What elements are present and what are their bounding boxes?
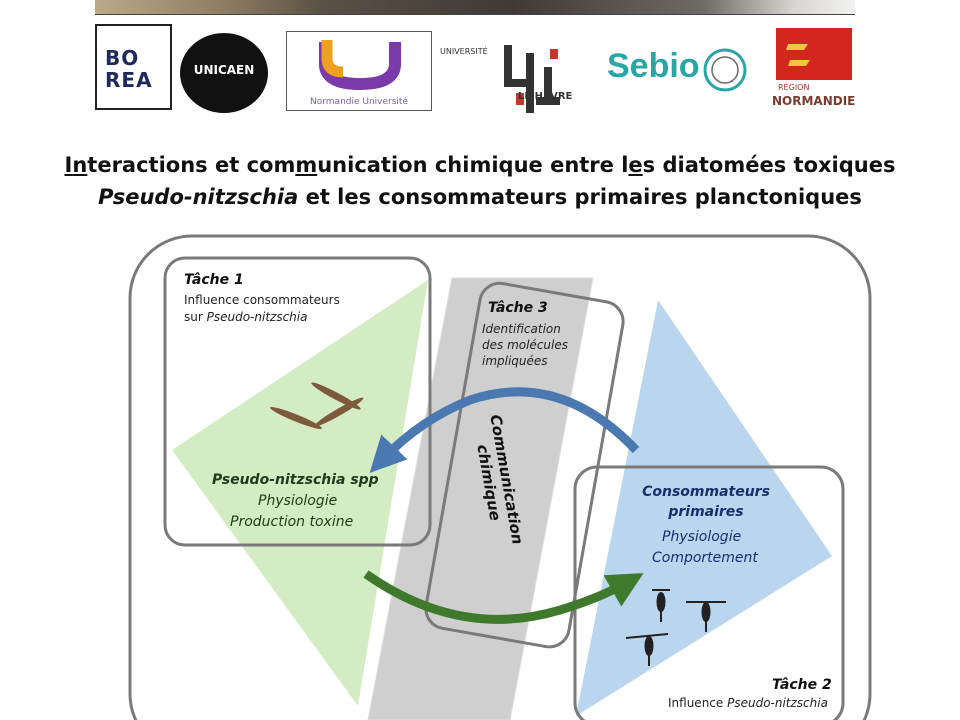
tache1-line2: sur Pseudo-nitzschia: [184, 310, 308, 324]
diatom-cells-icon: [270, 382, 364, 429]
sebio-ring-icon: [703, 48, 747, 92]
tache1-line1: Influence consommateurs: [184, 293, 340, 307]
green-production-toxine-label: Production toxine: [230, 514, 354, 530]
outer-frame: [128, 234, 872, 720]
tache2-line1: Influence Pseudo-nitzschia: [668, 696, 828, 710]
blue-arrow: [369, 387, 640, 474]
normandie-universite-logo: Normandie Université: [286, 31, 432, 111]
tache3-title: Tâche 3: [488, 300, 548, 316]
unicaen-logo: UNICAEN: [180, 33, 268, 113]
tache1-title: Tâche 1: [184, 272, 244, 288]
header-photo: [95, 0, 855, 15]
borea-logo: BO REA: [95, 24, 172, 110]
tache2-title: Tâche 2: [772, 677, 832, 693]
sebio-logo: Sebio: [607, 40, 752, 100]
tache3-line3: impliquées: [482, 354, 548, 368]
blue-physiologie-label: Physiologie: [662, 529, 742, 545]
tache1-box: [163, 256, 432, 547]
region-normandie-logo: RÉGION NORMANDIE: [770, 28, 862, 112]
tache2-box: [573, 465, 845, 720]
nu-mark-icon: [319, 40, 401, 91]
blue-comportement-label: Comportement: [652, 550, 758, 566]
green-triangle: [172, 280, 428, 706]
page-title-line1: Interactions et communication chimique e…: [64, 153, 896, 177]
blue-triangle: [576, 300, 832, 716]
page-title-line2: Pseudo-nitzschia et les consommateurs pr…: [98, 185, 862, 209]
green-arrow: [363, 570, 644, 624]
green-physiologie-label: Physiologie: [258, 493, 338, 509]
tache3-box: [424, 281, 625, 649]
ulh-mark-icon: [504, 45, 560, 113]
pseudo-nitzschia-label: Pseudo-nitzschia spp: [212, 472, 379, 488]
tache3-line1: Identification: [482, 322, 561, 336]
normandy-flag-icon: [776, 28, 852, 80]
copepod-icon: [625, 589, 726, 666]
tache3-line2: des molécules: [482, 338, 568, 352]
universite-le-havre-logo: UNIVERSITÉ LE HAVRE: [440, 27, 590, 115]
